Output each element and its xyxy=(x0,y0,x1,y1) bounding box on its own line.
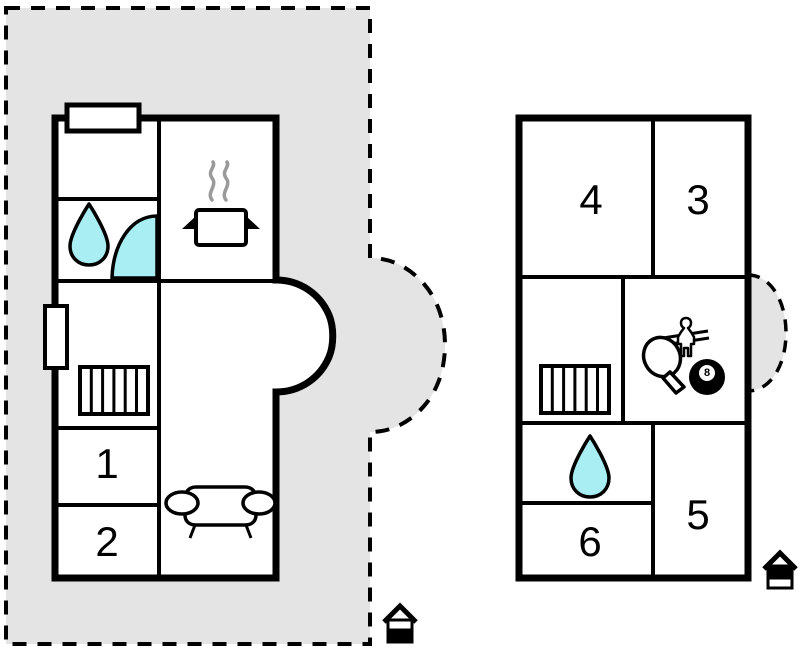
billiard-ball-icon: 8 xyxy=(689,359,725,395)
bay-shadow-fill xyxy=(748,275,786,391)
house-icon-ground-floor xyxy=(382,602,418,644)
water-drop-icon-first-floor xyxy=(569,434,611,499)
room-label-4: 4 xyxy=(579,176,602,223)
terrace-icon xyxy=(64,102,142,134)
table-tennis-icon xyxy=(641,335,686,395)
games-room-icons: 8 xyxy=(641,316,725,395)
room-label-1: 1 xyxy=(95,440,118,487)
cooking-pot-icon xyxy=(182,160,260,247)
billiard-ball-number: 8 xyxy=(704,367,710,379)
room-label-2: 2 xyxy=(95,518,118,565)
property-boundary-outline xyxy=(4,6,448,646)
stairs-icon xyxy=(78,365,150,416)
ground-floor-group: 1 2 xyxy=(4,6,448,646)
water-drop-icon xyxy=(68,202,110,267)
first-floor-group: 8 4 3 5 6 xyxy=(515,114,798,590)
room-label-6: 6 xyxy=(578,518,601,565)
bay-shadow-outline xyxy=(747,273,788,393)
first-floor-footprint xyxy=(515,114,752,582)
room-label-5: 5 xyxy=(686,491,709,538)
porch-icon xyxy=(43,304,69,370)
sofa-icon xyxy=(164,485,277,539)
house-icon-first-floor xyxy=(762,549,798,590)
stairs-icon-first-floor xyxy=(539,364,611,415)
room-label-3: 3 xyxy=(686,176,709,223)
ground-floor-exterior-wall xyxy=(51,114,337,582)
shower-arc-icon xyxy=(110,214,159,280)
